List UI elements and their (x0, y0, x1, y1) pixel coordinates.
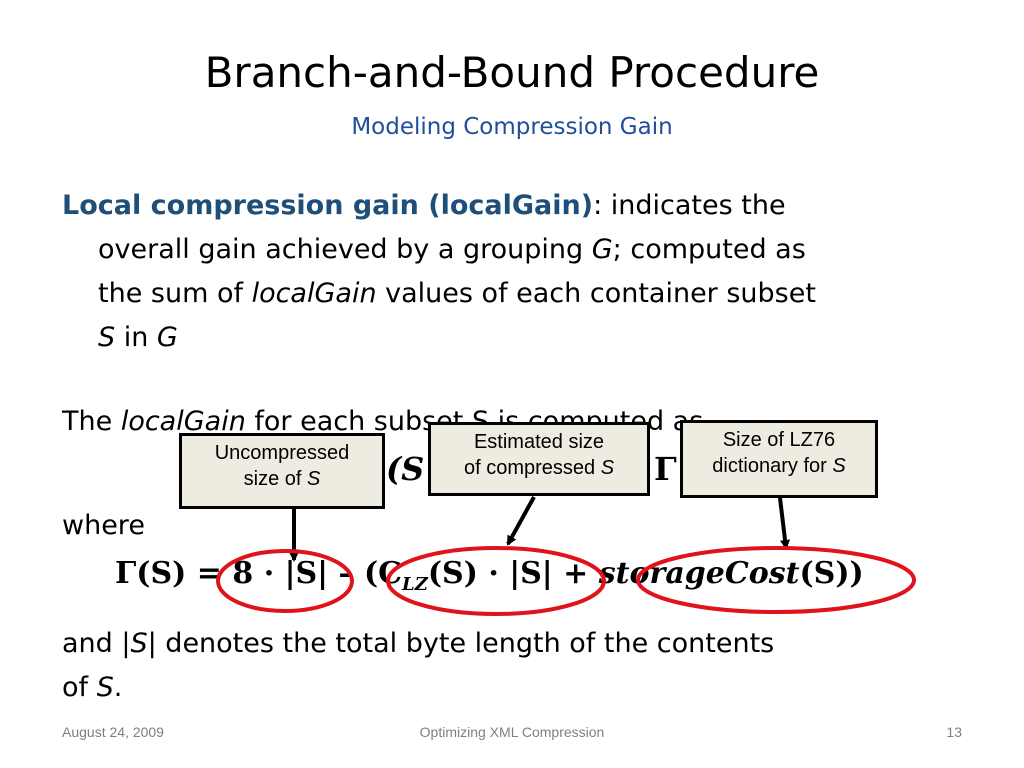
var-s: S (600, 457, 615, 479)
partial-formula-gamma: Γ (654, 450, 677, 488)
where-label: where (62, 510, 145, 541)
text: | denotes the total byte length of the c… (147, 628, 775, 659)
local-gain-italic: localGain (251, 278, 377, 309)
text: values of each container subset (376, 278, 816, 309)
formula-storage-cost: storageCost (598, 556, 800, 591)
arrow-compressed (506, 496, 536, 546)
partial-formula-left: (S (386, 450, 425, 488)
text: : indicates the (593, 190, 786, 221)
term-local-gain: Local compression gain (localGain) (62, 190, 594, 221)
slide-title: Branch-and-Bound Procedure (204, 48, 820, 97)
callout-line: of compressed (463, 457, 601, 479)
formula-rhs: (S)) (799, 556, 864, 591)
explanation-paragraph: and |S| denotes the total byte length of… (62, 622, 962, 710)
callout-line: Uncompressed (214, 442, 350, 464)
text: overall gain achieved by a grouping (98, 234, 592, 265)
var-g: G (156, 322, 178, 353)
callout-uncompressed-size: Uncompressed size of S (179, 433, 385, 509)
text: in (115, 322, 157, 353)
callout-line: dictionary for (712, 455, 833, 477)
var-s: S (832, 455, 846, 477)
text: and | (62, 628, 131, 659)
formula-subscript: LZ (402, 574, 428, 595)
text: the sum of (98, 278, 252, 309)
var-s: S (96, 672, 114, 703)
slide-subtitle: Modeling Compression Gain (351, 114, 673, 140)
var-g: G (591, 234, 613, 265)
arrow-dictionary (778, 497, 791, 550)
callout-compressed-size: Estimated size of compressed S (428, 422, 650, 496)
text: . (113, 672, 123, 703)
var-s: S (307, 468, 321, 490)
var-s: S (130, 628, 148, 659)
callout-lz76-dictionary: Size of LZ76 dictionary for S (680, 420, 878, 498)
footer-date: August 24, 2009 (62, 724, 164, 740)
gain-formula: Γ(S) = 8 · |S| – (CLZ(S) · |S| + storage… (115, 556, 864, 595)
callout-line: Size of LZ76 (722, 429, 836, 451)
definition-continuation: overall gain achieved by a grouping G; c… (62, 228, 962, 360)
text: of (62, 672, 97, 703)
callout-line: Estimated size (473, 431, 605, 453)
formula-lhs: Γ(S) = 8 · |S| – (C (115, 556, 403, 591)
definition-paragraph: Local compression gain (localGain): indi… (62, 184, 962, 360)
callout-line: size of (243, 468, 307, 490)
footer-page-number: 13 (946, 724, 962, 740)
local-gain-italic: localGain (120, 406, 246, 437)
text: The (62, 406, 121, 437)
var-s: S (98, 322, 116, 353)
text: ; computed as (612, 234, 806, 265)
footer-title: Optimizing XML Compression (419, 724, 605, 740)
formula-mid: (S) · |S| + (427, 556, 599, 591)
